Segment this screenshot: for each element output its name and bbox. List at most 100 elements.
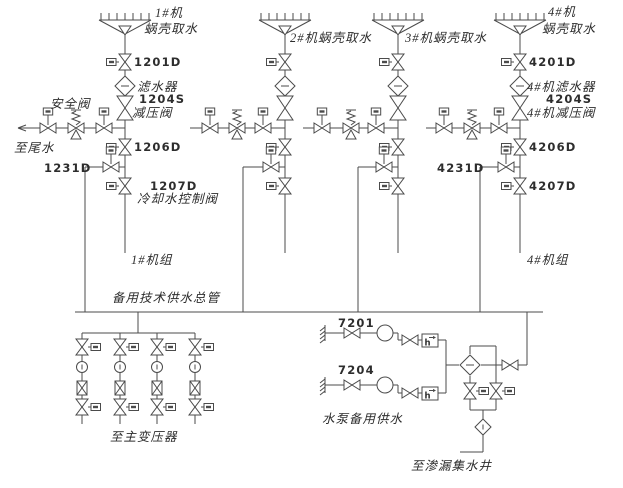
flow-indicator-icon [151,361,163,373]
valve-1206d-label: 1206D [134,140,182,154]
isolation-valve-icon [501,359,519,371]
motorized-valve-icon [367,107,385,134]
unit3-intake-title: 3#机蜗壳取水 [404,31,487,45]
flow-indicator-icon [189,361,201,373]
valve-7204-icon [343,379,361,391]
pump-icon [376,376,394,394]
to-main-transformer-label: 至主变压器 [110,430,178,444]
motorized-valve-icon [150,398,176,416]
pressure-reducing-valve-icon [276,95,294,121]
motorized-valve-icon [150,338,176,356]
motorized-valve-icon [188,398,214,416]
safety-valve-icon [463,109,481,140]
to-tailwater-label: 至尾水 [14,141,55,155]
filter-label: 滤水器 [137,80,178,94]
pump-backup-label: 水泵备用供水 [322,412,403,426]
valve-1231d-label: 1231D [44,161,92,175]
unit1-column: 1#机 蜗壳取水 1201D 滤水器 1204S 减压阀 安全阀 至尾水 120… [14,6,219,312]
flow-indicator-icon [114,361,126,373]
motorized-valve-icon [379,177,405,195]
to-leakage-well-label: 至渗漏集水井 [411,459,493,473]
valve-1204s-label: 1204S [139,92,185,106]
valve-1207d-label: 1207D [150,179,198,193]
spiral-case-intake-icon [493,12,547,36]
valve-4231d-icon [497,146,515,173]
safety-valve-label: 安全阀 [50,97,91,111]
motorized-valve-icon [435,107,453,134]
valve-1207d-icon [106,177,132,195]
orifice-device-icon [76,380,88,396]
motorized-valve-icon [313,107,331,134]
drain-valve-icon [489,382,515,400]
motorized-valve-icon [490,107,508,134]
suction-strainer-icon [319,324,326,344]
cooling-control-valve-label: 冷却水控制阀 [137,192,219,206]
motorized-valve-icon [75,398,101,416]
valve-4231d-label: 4231D [437,161,485,175]
unit2-column: 2#机蜗壳取水 [190,12,372,312]
motorized-valve-icon [266,177,292,195]
strainer-icon [459,354,481,376]
motorized-valve-icon [113,398,139,416]
drain-valve-icon [463,382,489,400]
orifice-device-icon [189,380,201,396]
unit1-label: 1#机组 [131,253,173,267]
unit4-intake-title-line1: 4#机 [548,5,576,19]
valve-1201d-label: 1201D [134,55,182,69]
unit1-intake-title-line2: 蜗壳取水 [144,22,198,36]
pump-icon [376,324,394,342]
pump-backup-section: h 7201 h 7204 水泵备用供水 [319,312,528,473]
check-valve-icon [401,387,419,399]
flow-meter-box: h [421,386,439,402]
motorized-valve-icon [188,338,214,356]
water-filter-icon [114,75,136,97]
motorized-valve-icon [379,53,405,71]
valve-4207d-icon [501,177,527,195]
valve-4207d-label: 4207D [529,179,577,193]
backup-supply-header: 备用技术供水总管 [75,291,543,313]
pump-7204-label: 7204 [338,363,375,377]
unit4-column: 4#机 蜗壳取水 4201D 4#机滤水器 4204S 4#机减压阀 4206D… [426,5,596,312]
pressure-reducing-valve-icon [389,95,407,121]
unit4-reducer-label: 4#机减压阀 [527,106,596,120]
valve-4201d-label: 4201D [529,55,577,69]
pump-7201-label: 7201 [338,316,375,330]
unit4-intake-title-line2: 蜗壳取水 [542,22,596,36]
flow-indicator-icon [76,361,88,373]
suction-strainer-icon [319,376,326,396]
safety-valve-icon [342,109,360,140]
branch-valve-icon [375,146,393,173]
unit2-intake-title: 2#机蜗壳取水 [290,31,372,45]
motorized-valve-icon [39,107,57,134]
meter-h-label: h [425,392,431,402]
valve-1201d-icon [106,53,132,71]
water-filter-icon [387,75,409,97]
orifice-device-icon [151,380,163,396]
motorized-valve-icon [113,338,139,356]
valve-1231d-icon [102,146,120,173]
unit4-label: 4#机组 [527,253,569,267]
orifice-device-icon [114,380,126,396]
reducer-label: 减压阀 [132,106,173,120]
valve-4206d-label: 4206D [529,140,577,154]
flow-meter-box: h [421,333,439,349]
valve-4204s-label: 4204S [546,92,592,106]
branch-valve-icon [262,146,280,173]
check-valve-icon [401,334,419,346]
unit3-column: 3#机蜗壳取水 [303,12,487,312]
pressure-reducing-valve-icon [116,95,134,121]
motorized-valve-icon [254,107,272,134]
unit1-intake-title-line1: 1#机 [155,6,183,20]
motorized-valve-icon [266,53,292,71]
motorized-valve-icon [95,107,113,134]
water-filter-icon [274,75,296,97]
drain-strainer-icon [474,418,492,436]
unit4-filter-label: 4#机滤水器 [527,80,596,94]
pressure-reducing-valve-icon [511,95,529,121]
safety-valve-icon [228,109,246,140]
main-header-label: 备用技术供水总管 [112,291,222,305]
transformer-branches: 至主变压器 [75,312,214,444]
motorized-valve-icon [201,107,219,134]
motorized-valve-icon [75,338,101,356]
